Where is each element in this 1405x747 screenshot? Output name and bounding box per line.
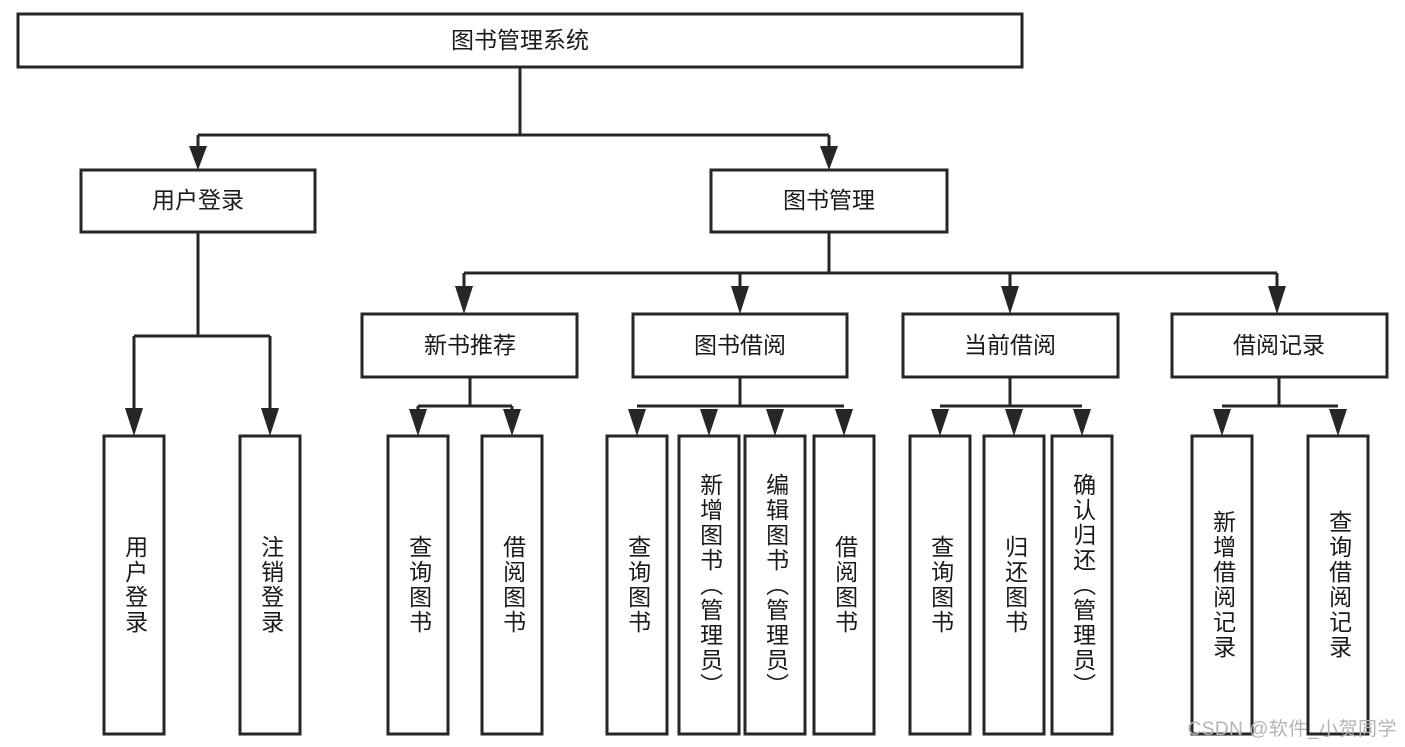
node-book-management[interactable]: 图书管理 bbox=[709, 168, 949, 234]
leaf-node-box[interactable] bbox=[238, 434, 302, 736]
connector-group-borrow-record bbox=[1213, 377, 1347, 436]
arrow-borrow-to-leaf1-icon bbox=[628, 409, 646, 436]
arrow-borrow-to-leaf3-icon bbox=[766, 409, 784, 436]
connector-group-current-borrow bbox=[931, 377, 1091, 436]
arrow-book-to-new-icon bbox=[455, 286, 473, 314]
node-new-book-recommend-label: 新书推荐 bbox=[424, 332, 516, 358]
connector-group-user-login bbox=[125, 232, 279, 436]
leaf-node-box[interactable] bbox=[908, 434, 972, 736]
connector-group-new-book bbox=[409, 377, 521, 436]
leaf-node-box[interactable] bbox=[677, 434, 741, 736]
leaf-node-box[interactable] bbox=[1306, 434, 1370, 736]
arrow-borrow-to-leaf4-icon bbox=[835, 409, 853, 436]
leaf-node-box[interactable] bbox=[480, 434, 544, 736]
node-user-login-box[interactable] bbox=[79, 168, 317, 234]
arrow-user-to-leaf2-icon bbox=[261, 408, 279, 436]
connector-group-book-borrow bbox=[628, 377, 853, 436]
leaf-node-box[interactable] bbox=[982, 434, 1046, 736]
arrow-record-to-leaf2-icon bbox=[1329, 409, 1347, 436]
arrow-new-to-leaf1-icon bbox=[409, 409, 427, 436]
node-new-book-recommend[interactable]: 新书推荐 bbox=[360, 312, 579, 379]
leaf-node-box[interactable] bbox=[1050, 434, 1114, 736]
arrow-new-to-leaf2-icon bbox=[503, 409, 521, 436]
node-borrow-record-box[interactable] bbox=[1170, 312, 1389, 379]
leaf-node-box[interactable] bbox=[605, 434, 669, 736]
watermark-text: CSDN @软件_小贺同学 bbox=[1187, 719, 1397, 740]
arrow-root-to-book-icon bbox=[820, 146, 838, 170]
arrow-book-to-record-icon bbox=[1268, 286, 1286, 314]
leaf-node-box[interactable] bbox=[812, 434, 876, 736]
leaf-node-box[interactable] bbox=[1190, 434, 1254, 736]
leaf-node-box[interactable] bbox=[743, 434, 807, 736]
arrow-borrow-to-leaf2-icon bbox=[700, 409, 718, 436]
node-new-book-recommend-box[interactable] bbox=[360, 312, 579, 379]
node-book-management-box[interactable] bbox=[709, 168, 949, 234]
node-current-borrow-label: 当前借阅 bbox=[964, 332, 1056, 358]
arrow-record-to-leaf1-icon bbox=[1213, 409, 1231, 436]
leaf-node-box[interactable] bbox=[102, 434, 166, 736]
node-book-borrow[interactable]: 图书借阅 bbox=[631, 312, 849, 379]
leaf-node-group bbox=[102, 434, 1370, 736]
arrow-book-to-borrow-icon bbox=[731, 286, 749, 314]
arrow-book-to-current-icon bbox=[1001, 286, 1019, 314]
node-user-login[interactable]: 用户登录 bbox=[79, 168, 317, 234]
arrow-current-to-leaf2-icon bbox=[1005, 409, 1023, 436]
node-current-borrow[interactable]: 当前借阅 bbox=[901, 312, 1120, 379]
arrow-user-to-leaf1-icon bbox=[125, 408, 143, 436]
leaf-node-box[interactable] bbox=[386, 434, 450, 736]
node-borrow-record[interactable]: 借阅记录 bbox=[1170, 312, 1389, 379]
node-root[interactable]: 图书管理系统 bbox=[16, 12, 1024, 69]
connector-group-book-management bbox=[455, 232, 1286, 314]
node-borrow-record-label: 借阅记录 bbox=[1233, 332, 1325, 358]
node-book-management-label: 图书管理 bbox=[783, 187, 875, 213]
arrow-current-to-leaf3-icon bbox=[1073, 409, 1091, 436]
node-current-borrow-box[interactable] bbox=[901, 312, 1120, 379]
arrow-root-to-user-icon bbox=[189, 146, 207, 170]
node-book-borrow-box[interactable] bbox=[631, 312, 849, 379]
node-book-borrow-label: 图书借阅 bbox=[694, 332, 786, 358]
connector-group-root bbox=[189, 67, 838, 170]
node-root-box[interactable] bbox=[16, 12, 1024, 69]
node-root-label: 图书管理系统 bbox=[451, 27, 589, 53]
node-user-login-label: 用户登录 bbox=[152, 187, 244, 213]
arrow-current-to-leaf1-icon bbox=[931, 409, 949, 436]
